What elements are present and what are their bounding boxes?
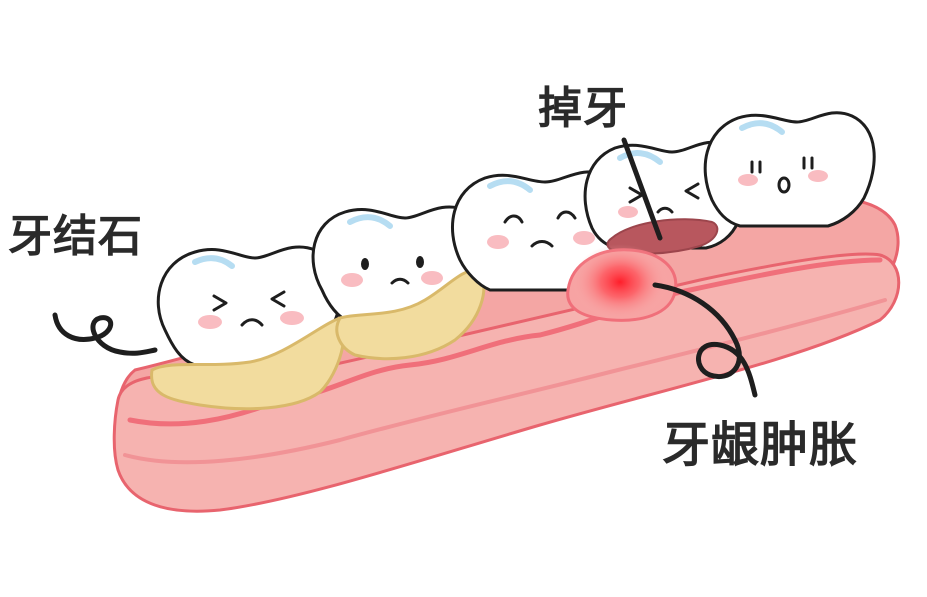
leader-gum-swelling — [652, 282, 758, 398]
leader-tartar — [52, 312, 158, 356]
tooth-1 — [156, 245, 343, 367]
tooth-5 — [703, 111, 876, 228]
label-tooth-loss: 掉牙 — [538, 83, 628, 134]
tartar-deposit-1 — [150, 316, 346, 411]
gum-stripe — [123, 298, 887, 465]
inflammation-glow — [572, 244, 668, 320]
label-gum-swelling: 牙龈肿胀 — [662, 417, 859, 473]
tartar-deposit-2 — [335, 268, 486, 361]
leader-tooth-loss — [621, 137, 663, 241]
label-tartar: 牙结石 — [8, 211, 143, 262]
